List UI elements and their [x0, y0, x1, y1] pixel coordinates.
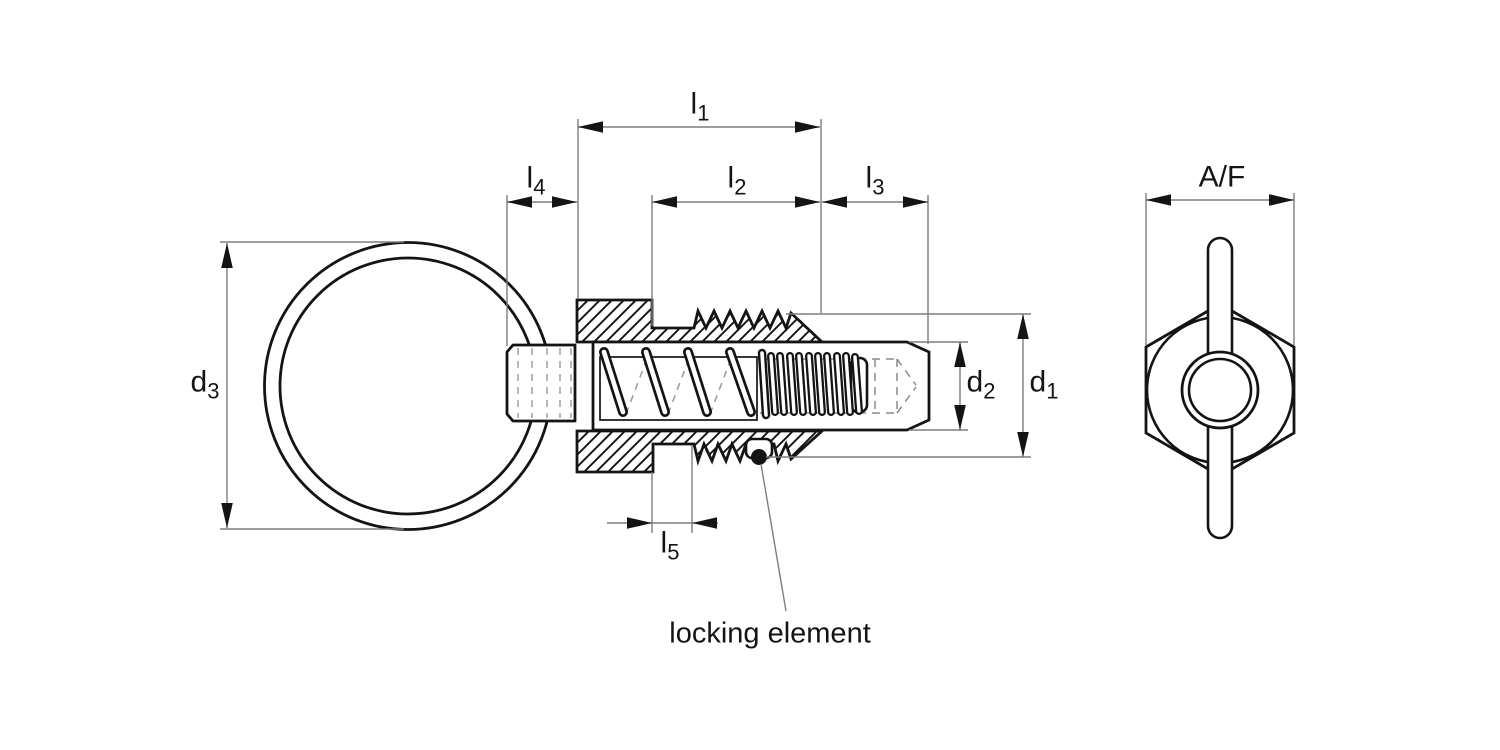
hidden-bore-dashed: [760, 358, 917, 414]
dim-label-d1: d1: [1029, 365, 1059, 404]
spring-bore: [599, 356, 758, 421]
housing-top-half: [575, 298, 826, 344]
spring-compressed-coils: [757, 348, 863, 420]
spring-front-coils: [599, 347, 756, 417]
pull-knob-knurl-dashes: [517, 348, 572, 418]
dim-label-d3: d3: [190, 365, 220, 404]
dim-label-d2: d2: [966, 365, 996, 404]
dimension-arrowheads: [221, 121, 1029, 529]
af-dimension: [1145, 193, 1295, 345]
locking-element-ball: [751, 449, 767, 465]
dim-label-l3: l3: [865, 161, 885, 200]
pin-hole-outer: [1180, 350, 1260, 430]
housing-bottom-half: [575, 429, 826, 474]
dim-label-l1: l1: [690, 87, 710, 126]
spring-back-coils-dashed: [625, 355, 733, 415]
dim-label-af: A/F: [1198, 160, 1246, 194]
compression-spring: [599, 347, 869, 420]
dim-label-l5: l5: [660, 526, 680, 565]
pull-ring-inner: [278, 256, 538, 516]
locking-element: [744, 437, 774, 465]
pin-hole-inner: [1187, 357, 1253, 423]
extension-lines: [220, 119, 1031, 533]
pull-knob: [505, 343, 577, 423]
leader-line-locking-element: [760, 463, 787, 612]
dimensions: [220, 119, 1031, 612]
annotation-locking-element: locking element: [669, 617, 871, 650]
dim-label-l2: l2: [727, 161, 747, 200]
end-view: [1144, 193, 1296, 540]
pull-knob-body: [505, 343, 577, 423]
dim-label-l4: l4: [526, 161, 546, 200]
